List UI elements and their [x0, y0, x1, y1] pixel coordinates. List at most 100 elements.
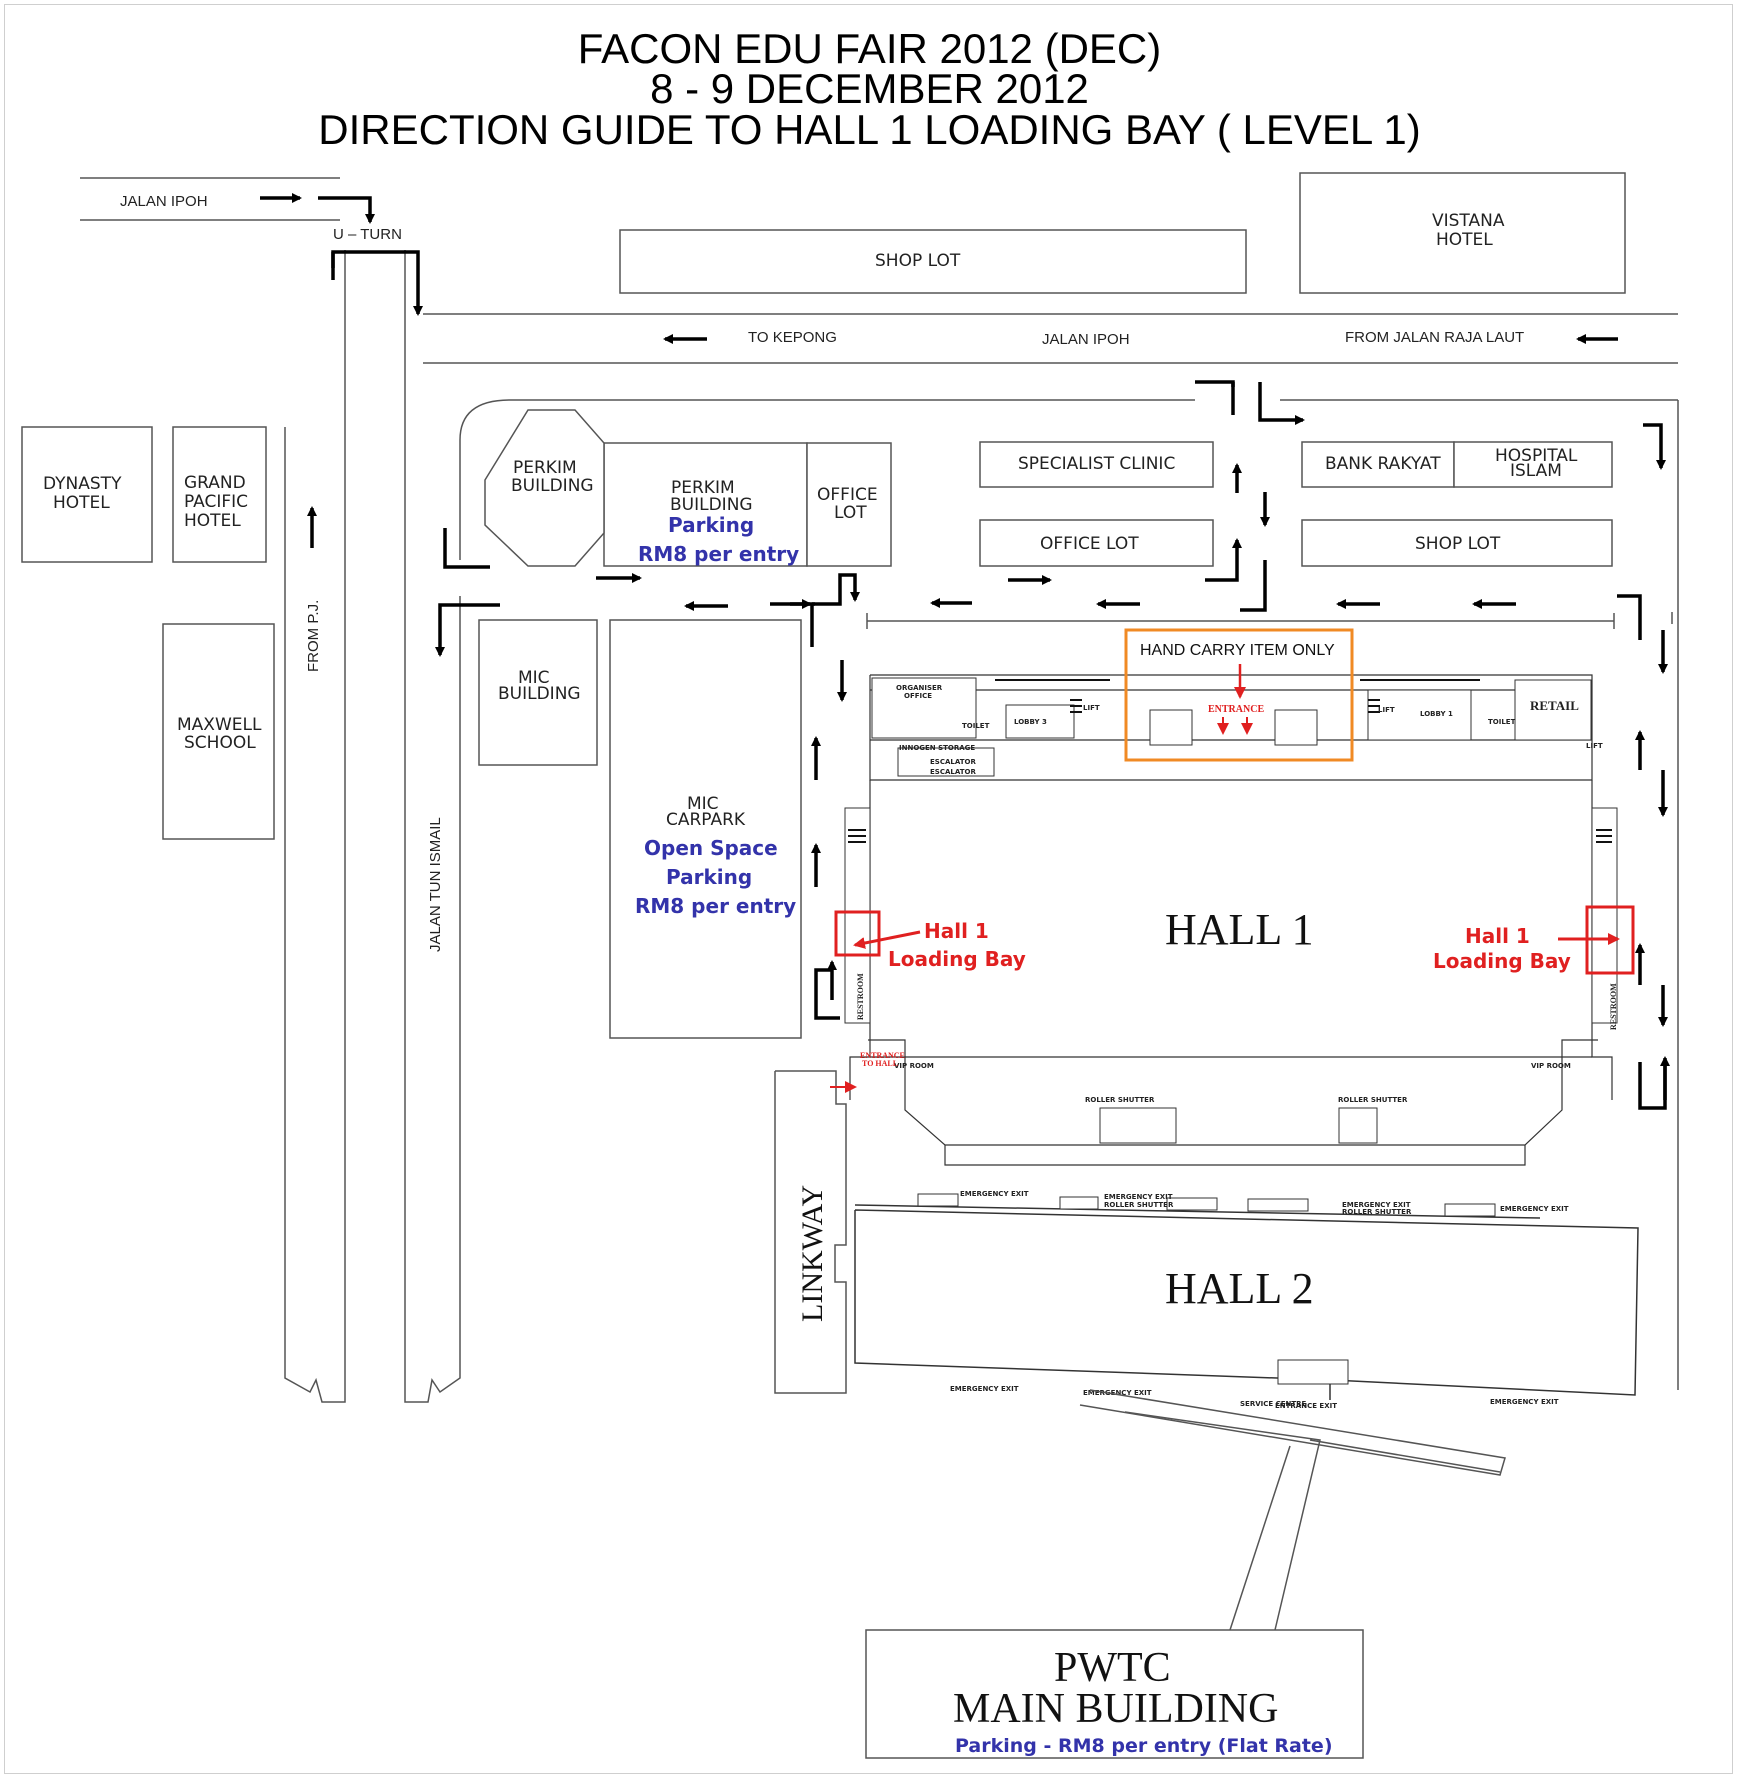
label-lift-far: LIFT — [1586, 742, 1603, 750]
label-hospital-2: ISLAM — [1510, 461, 1562, 481]
label-roller-a: ROLLER SHUTTER — [1104, 1201, 1174, 1209]
label-perkim-2: BUILDING — [670, 495, 753, 515]
label-dynasty-2: HOTEL — [53, 493, 110, 513]
label-escalator-2: ESCALATOR — [930, 768, 976, 776]
entrance-block-left — [1149, 709, 1193, 746]
hall-2-door-1 — [917, 1193, 959, 1207]
road-jalan-ipoh-top — [80, 177, 340, 221]
label-bank-rakyat: BANK RAKYAT — [1325, 454, 1441, 474]
loading-right-1: Hall 1 — [1465, 924, 1530, 948]
label-retail: RETAIL — [1530, 698, 1579, 713]
label-maxwell-1: MAXWELL — [177, 715, 262, 735]
label-entrance: ENTRANCE — [1208, 704, 1264, 715]
loading-bay-left-box — [834, 910, 881, 957]
mic-carpark — [609, 619, 802, 1039]
label-maxwell-2: SCHOOL — [184, 733, 256, 753]
label-mic-carpark-1: MIC — [687, 794, 719, 814]
map-title-line-2: 8 - 9 DECEMBER 2012 — [650, 65, 1089, 112]
restroom-right — [1591, 807, 1618, 1024]
roller-shutter-right — [1338, 1107, 1378, 1144]
loading-right-2: Loading Bay — [1433, 949, 1571, 973]
parking-mic-1: Open Space — [644, 836, 778, 860]
label-emergency-2: EMERGENCY EXIT — [1104, 1193, 1173, 1201]
label-vip-left: VIP ROOM — [894, 1062, 934, 1070]
road-label-u-turn: U – TURN — [333, 226, 402, 243]
loading-left-1: Hall 1 — [924, 919, 989, 943]
hall-2-door-5 — [1444, 1203, 1496, 1217]
hall-2-entrance-block — [1277, 1359, 1349, 1385]
label-service-centre: SERVICE CENTRE — [1240, 1400, 1307, 1408]
label-shop-lot-top: SHOP LOT — [875, 251, 961, 271]
retail-room — [1514, 679, 1592, 741]
label-dynasty-1: DYNASTY — [43, 474, 122, 494]
road-from-pj — [284, 250, 461, 1403]
pwtc-line-2: MAIN BUILDING — [953, 1686, 1278, 1732]
label-restroom-left: RESTROOM — [856, 973, 865, 1020]
label-innogen: INNOGEN STORAGE — [899, 744, 975, 752]
road-jalan-ipoh-main — [423, 313, 1678, 364]
service-roads — [459, 399, 1679, 1390]
label-emergency-bottom-1: EMERGENCY EXIT — [950, 1385, 1019, 1393]
parking-perkim-2: RM8 per entry — [638, 542, 799, 566]
road-label-from-pj: FROM P.J. — [305, 600, 322, 672]
label-mic-building-1: MIC — [518, 668, 550, 688]
map-title-line-1: FACON EDU FAIR 2012 (DEC) — [577, 25, 1162, 72]
road-label-jalan-ipoh-top: JALAN IPOH — [120, 193, 208, 210]
vistana-hotel — [1299, 172, 1626, 294]
road-label-to-kepong: TO KEPONG — [748, 329, 837, 346]
label-mic-building-2: BUILDING — [498, 684, 581, 704]
label-lobby-1: LOBBY 1 — [1420, 710, 1453, 718]
label-lift-left: LIFT — [1083, 704, 1100, 712]
restroom-left — [844, 807, 871, 1024]
maxwell-school — [162, 623, 275, 840]
lobby-1 — [1367, 689, 1472, 741]
road-label-jalan-ipoh: JALAN IPOH — [1042, 331, 1130, 348]
shop-lot-top — [619, 229, 1247, 294]
office-lot-block — [806, 442, 892, 567]
label-lift-right: LIFT — [1378, 706, 1395, 714]
label-hospital-1: HOSPITAL — [1495, 446, 1578, 466]
label-emergency-4: EMERGENCY EXIT — [1500, 1205, 1569, 1213]
label-restroom-right: RESTROOM — [1609, 983, 1618, 1030]
walkway-to-pwtc — [1079, 1389, 1506, 1631]
label-organiser-2: OFFICE — [904, 692, 932, 700]
label-lobby-3: LOBBY 3 — [1014, 718, 1047, 726]
perkim-hexagon-building — [484, 409, 605, 567]
loading-left-2: Loading Bay — [888, 947, 1026, 971]
road-label-jalan-tun-ismail: JALAN TUN ISMAIL — [427, 817, 444, 952]
label-emergency-3: EMERGENCY EXIT — [1342, 1201, 1411, 1209]
hall-2-door-2 — [1059, 1196, 1099, 1210]
label-office-lot-1: OFFICE — [817, 485, 878, 505]
hand-carry-highlight — [1124, 628, 1354, 762]
label-shop-lot-right: SHOP LOT — [1415, 534, 1501, 554]
hall-1-name: HALL 1 — [1165, 905, 1314, 954]
label-hand-carry: HAND CARRY ITEM ONLY — [1140, 642, 1335, 659]
label-vistana-1: VISTANA — [1432, 211, 1505, 231]
map-title-line-3: DIRECTION GUIDE TO HALL 1 LOADING BAY ( … — [318, 106, 1421, 153]
grand-pacific-hotel — [172, 426, 267, 563]
label-vip-right: VIP ROOM — [1531, 1062, 1571, 1070]
hall-1-outline — [849, 674, 1613, 1166]
label-organiser-1: ORGANISER — [896, 684, 943, 692]
label-mic-carpark-2: CARPARK — [666, 810, 746, 830]
direction-arrows — [260, 193, 1670, 1110]
label-emergency-bottom-2: EMERGENCY EXIT — [1083, 1389, 1152, 1397]
entrance-block-right — [1274, 709, 1318, 746]
parking-mic-3: RM8 per entry — [635, 894, 796, 918]
label-entrance-to-hall-1: ENTRANCE — [860, 1051, 905, 1060]
label-roller-2: ROLLER SHUTTER — [1338, 1096, 1408, 1104]
pwtc-line-1: PWTC — [1054, 1645, 1171, 1691]
lobby-3 — [1005, 704, 1075, 739]
label-emergency-bottom-3: EMERGENCY EXIT — [1490, 1398, 1559, 1406]
label-entrance-to-hall-2: TO HALL — [862, 1059, 898, 1068]
perkim-building — [603, 442, 808, 567]
label-entrance-exit: ENTRANCE EXIT — [1275, 1402, 1337, 1410]
escalator-block — [897, 747, 995, 777]
hall-2-name: HALL 2 — [1165, 1264, 1314, 1313]
label-perkim-hex-1: PERKIM — [513, 458, 577, 478]
label-roller-b: ROLLER SHUTTER — [1342, 1208, 1412, 1216]
road-label-from-jalan-raja-laut: FROM JALAN RAJA LAUT — [1345, 329, 1524, 346]
dynasty-hotel — [21, 426, 153, 563]
parking-mic-2: Parking — [666, 865, 752, 889]
mic-building — [478, 619, 598, 766]
